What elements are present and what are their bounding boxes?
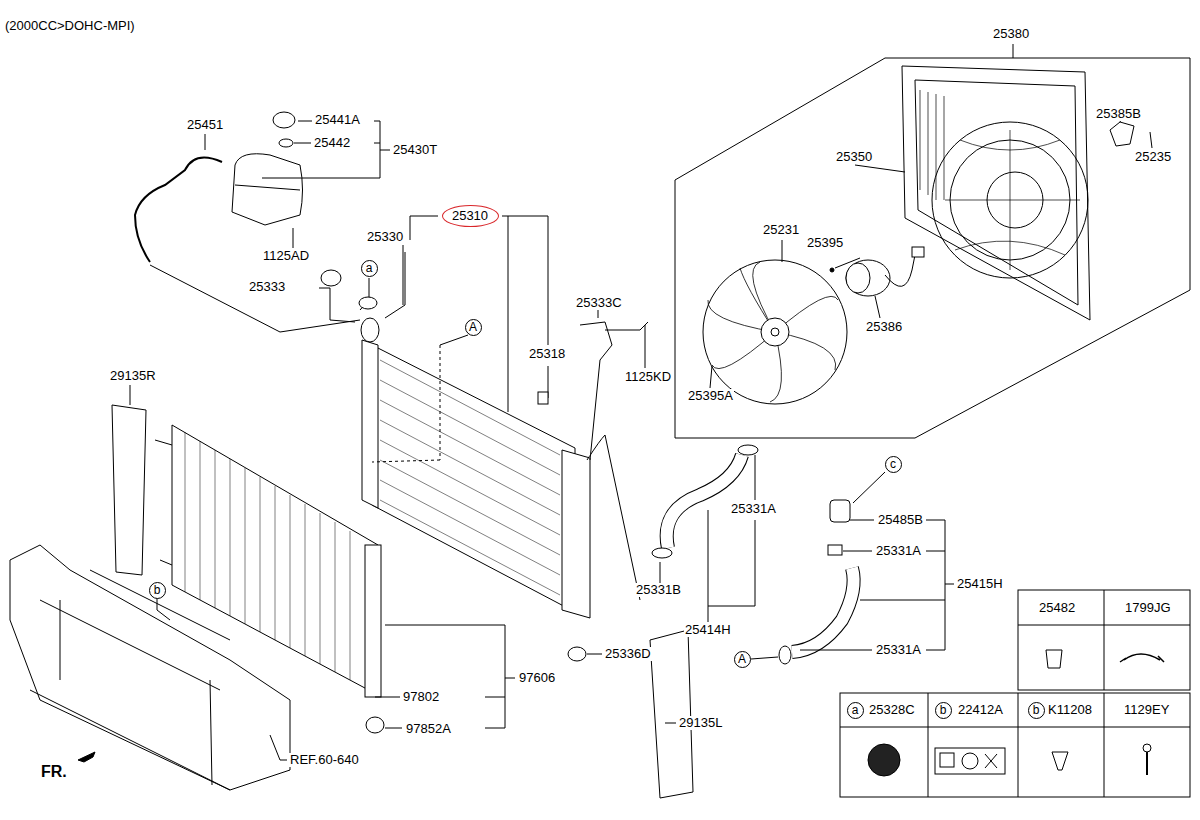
callout-number: 29135R [109, 369, 157, 383]
callout-number: REF.60-640 [289, 753, 360, 767]
callout-number: 25333 [248, 280, 286, 294]
callout-number: 1125AD [262, 249, 310, 263]
callout-number: 22412A [957, 703, 1004, 717]
callout-number: 25441A [314, 113, 361, 127]
node-text: b [1033, 704, 1040, 717]
callout-number: 25333C [575, 296, 623, 310]
callout-number: 25430T [392, 143, 438, 157]
callout-number: 25395 [806, 236, 844, 250]
reference-circle: A [734, 651, 751, 668]
callout-number: 1125KD [624, 370, 672, 384]
callout-number: 25336D [604, 647, 652, 661]
callout-number: 25482 [1038, 601, 1076, 615]
node-text: c [890, 458, 896, 471]
callout-number: 25318 [528, 347, 566, 361]
node-text: b [154, 584, 161, 597]
diagram-title: (2000CC>DOHC-MPI) [4, 19, 136, 33]
callout-number: 25442 [313, 136, 351, 150]
callout-number: 29135L [678, 716, 723, 730]
reference-circle: b [149, 582, 166, 599]
reference-circle: b [935, 702, 952, 719]
reference-circle: a [361, 260, 378, 277]
callout-number: FR. [40, 763, 68, 781]
callout-number: 25235 [1134, 150, 1172, 164]
callout-number: 25331A [875, 643, 922, 657]
callout-number: 25331A [730, 502, 777, 516]
reference-circle: c [885, 456, 902, 473]
callout-number: 25415H [956, 577, 1004, 591]
callout-number: 25350 [835, 150, 873, 164]
highlighted-part-number: 25310 [442, 205, 499, 227]
callout-number: 25395A [687, 389, 734, 403]
callout-number: 25231 [762, 223, 800, 237]
callout-number: 25331B [635, 583, 682, 597]
node-text: a [366, 262, 373, 275]
callout-number: 25386 [865, 320, 903, 334]
callout-number: 97852A [405, 722, 452, 736]
callout-number: 1129EY [1123, 703, 1170, 717]
reference-circle: b [1028, 702, 1045, 719]
callout-number: 97802 [402, 690, 440, 704]
callout-number: 97606 [518, 671, 556, 685]
node-text: A [469, 321, 477, 334]
callout-number: 25331A [875, 544, 922, 558]
node-text: b [940, 704, 947, 717]
node-text: 25310 [452, 209, 488, 223]
node-text: A [738, 653, 746, 666]
callout-number: 1799JG [1124, 601, 1172, 615]
node-text: a [852, 704, 859, 717]
callout-number: 25380 [992, 27, 1030, 41]
callout-number: 25385B [1095, 107, 1142, 121]
callout-number: 25414H [684, 623, 732, 637]
callout-number: K11208 [1047, 703, 1093, 717]
callout-number: 25485B [877, 513, 924, 527]
reference-circle: a [847, 702, 864, 719]
callout-number: 25328C [868, 703, 916, 717]
callout-number: 25330 [366, 230, 404, 244]
callout-number: 25451 [186, 118, 224, 132]
reference-circle: A [465, 319, 482, 336]
